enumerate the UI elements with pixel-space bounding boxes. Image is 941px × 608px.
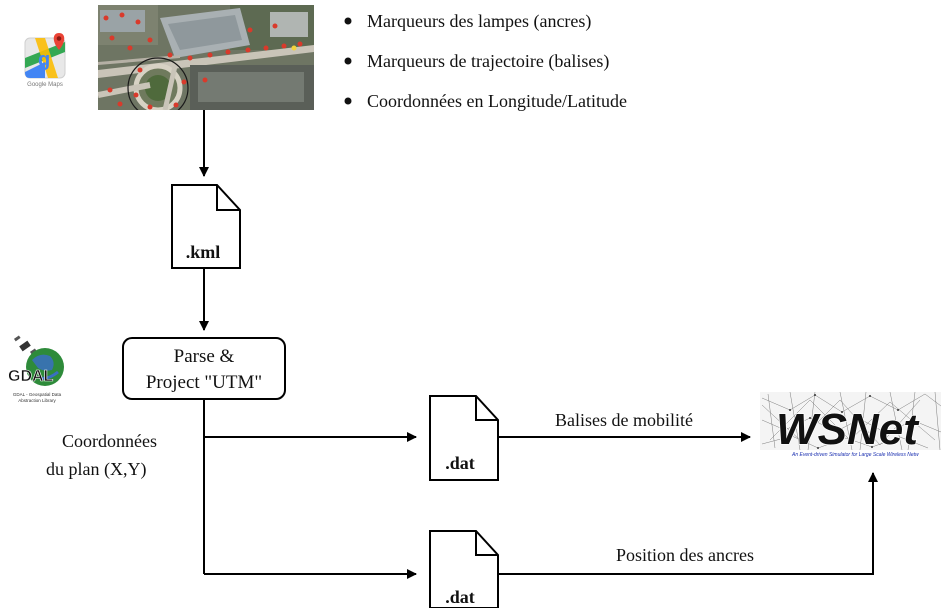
process-box-line1: Parse & [174,346,235,367]
gdal-logo-text: GDAL [8,368,54,385]
list-item-text: Coordonnées en Longitude/Latitude [367,91,627,111]
file-icon [171,184,241,269]
aerial-map-image [98,5,314,110]
file-extension-label: .dat [445,453,475,473]
coordinates-label-line2: du plan (X,Y) [46,459,146,480]
dat-file-node-top: .dat [429,395,499,481]
wsnet-logo-text: WSNet [776,405,920,454]
position-label: Position des ancres [616,545,754,565]
kml-file-node: .kml [171,184,241,269]
list-item-text: Marqueurs des lampes (ancres) [367,11,591,32]
gdal-logo: GDAL GDAL - Geospatial Data Abstraction … [8,335,64,403]
file-extension-label: .dat [445,587,475,607]
google-maps-label: Google Maps [27,82,63,88]
google-maps-icon: g [24,33,66,79]
bullet-icon [344,97,352,105]
list-item: Coordonnées en Longitude/Latitude [344,91,627,111]
balises-label: Balises de mobilité [555,410,693,430]
satellite-icon [13,335,37,355]
list-item: Marqueurs de trajectoire (balises) [344,51,609,72]
bullet-icon [344,57,352,65]
file-icon [429,395,499,481]
list-item: Marqueurs des lampes (ancres) [344,11,591,32]
gdal-caption-line2: Abstraction Library [18,398,56,403]
dat-file-node-bottom: .dat [429,530,499,608]
svg-text:g: g [38,49,50,71]
network-graph-background [760,392,941,450]
file-extension-label: .kml [186,242,221,262]
bullet-icon [344,17,352,25]
arrow-anchors-to-wsnet [498,472,878,575]
list-item-text: Marqueurs de trajectoire (balises) [367,51,609,72]
bullet-list: Marqueurs des lampes (ancres) Marqueurs … [344,11,627,111]
process-box-line2: Project "UTM" [146,372,262,393]
file-icon [429,530,499,608]
google-maps-logo: g Google Maps [24,33,66,88]
coordinates-label-line1: Coordonnées [62,431,157,451]
gdal-caption-line1: GDAL - Geospatial Data [13,392,62,397]
wsnet-logo: WSNet An Event-driven Simulator for Larg… [760,392,941,458]
wsnet-caption: An Event-driven Simulator for Large Scal… [791,452,919,458]
parse-project-box: Parse & Project "UTM" [122,337,286,400]
